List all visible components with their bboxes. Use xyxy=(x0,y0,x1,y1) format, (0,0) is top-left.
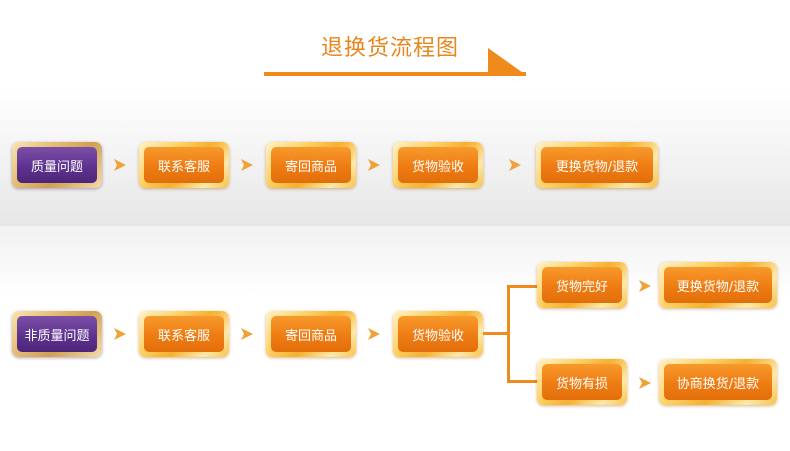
chevron-right-icon xyxy=(368,159,380,171)
flow2-branch-2-result-label: 协商换货/退款 xyxy=(664,364,772,400)
chevron-right-icon xyxy=(241,159,253,171)
chevron-right-icon xyxy=(639,377,651,389)
flow1-end-box: 更换货物/退款 xyxy=(536,142,658,188)
flow1-step-1: 联系客服 xyxy=(139,142,229,188)
chevron-right-icon xyxy=(114,328,126,340)
flow2-branch-2-result: 协商换货/退款 xyxy=(659,359,777,405)
title-underline xyxy=(264,72,526,76)
top-band xyxy=(0,0,790,226)
branch-connector-stem xyxy=(483,332,509,335)
chevron-right-icon xyxy=(639,280,651,292)
flow2-branch-1-result: 更换货物/退款 xyxy=(659,262,777,308)
flow2-branch-1-condition: 货物完好 xyxy=(537,262,627,308)
chevron-right-icon xyxy=(509,159,521,171)
branch-connector-vertical xyxy=(507,285,510,382)
flow2-step-1-label: 联系客服 xyxy=(144,316,224,352)
flow2-step-2-label: 寄回商品 xyxy=(271,316,351,352)
branch-connector-lower xyxy=(507,380,538,383)
flow2-branch-1-result-label: 更换货物/退款 xyxy=(664,267,772,303)
flow1-step-2-label: 寄回商品 xyxy=(271,147,351,183)
flow1-step-3-label: 货物验收 xyxy=(398,147,478,183)
flow1-start-label: 质量问题 xyxy=(17,147,97,183)
arrow-right-icon xyxy=(488,48,526,75)
diagram-title: 退换货流程图 xyxy=(320,36,459,61)
flow2-start-label: 非质量问题 xyxy=(17,316,97,352)
flow1-end-label: 更换货物/退款 xyxy=(541,147,653,183)
flow1-step-1-label: 联系客服 xyxy=(144,147,224,183)
flow2-start-box: 非质量问题 xyxy=(12,311,102,357)
chevron-right-icon xyxy=(241,328,253,340)
branch-connector-upper xyxy=(507,285,538,288)
flow2-step-3-label: 货物验收 xyxy=(398,316,478,352)
flow1-step-2: 寄回商品 xyxy=(266,142,356,188)
flow2-step-3: 货物验收 xyxy=(393,311,483,357)
chevron-right-icon xyxy=(114,159,126,171)
flow1-start-box: 质量问题 xyxy=(12,142,102,188)
flow1-step-3: 货物验收 xyxy=(393,142,483,188)
flow2-branch-2-condition-label: 货物有损 xyxy=(542,364,622,400)
chevron-right-icon xyxy=(368,328,380,340)
flow2-step-2: 寄回商品 xyxy=(266,311,356,357)
flow2-step-1: 联系客服 xyxy=(139,311,229,357)
flow2-branch-1-condition-label: 货物完好 xyxy=(542,267,622,303)
flow2-branch-2-condition: 货物有损 xyxy=(537,359,627,405)
